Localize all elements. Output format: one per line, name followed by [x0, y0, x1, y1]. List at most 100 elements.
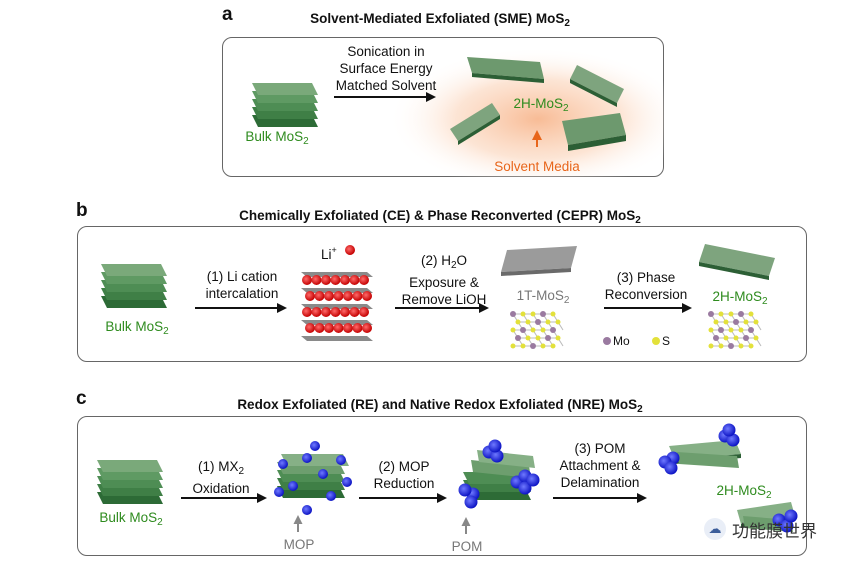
panel-a-solvent-label: Solvent Media: [494, 159, 580, 174]
s-atom: [540, 327, 546, 333]
li-ion: [330, 307, 341, 317]
s-atom: [520, 343, 526, 349]
li-ion: [314, 323, 325, 333]
panel-a-title: Solvent-Mediated Exfoliated (SME) MoS2: [270, 11, 610, 29]
li-ion: [324, 291, 334, 301]
panel-b-bulk-label: Bulk MoS2: [105, 319, 169, 337]
legend-mo-label: Mo: [613, 334, 630, 348]
s-atom: [540, 343, 546, 349]
pom-stack: [463, 450, 535, 500]
panel-c-title: Redox Exfoliated (RE) and Native Redox E…: [237, 397, 643, 415]
li-ion: [333, 323, 344, 333]
polyoxometalate-particle: [726, 433, 740, 447]
2h-lattice: [708, 311, 762, 349]
panel-b-1t-label: 1T-MoS2: [516, 288, 570, 306]
panel-a-arrow-line3: Matched Solvent: [335, 78, 437, 93]
s-atom: [520, 311, 526, 317]
panel-b-step1-text: (1) Li cation intercalation: [205, 269, 279, 301]
mo-atom: [530, 343, 536, 349]
panel-c-letter: c: [76, 388, 87, 409]
polyoxometalate-particle: [342, 477, 352, 487]
s-atom: [748, 311, 754, 317]
s-atom: [723, 319, 729, 325]
li-ion-legend-icon: [345, 245, 355, 255]
li-ion: [311, 275, 322, 285]
li-ion: [340, 275, 350, 285]
panel-a-title-sub: 2: [564, 18, 570, 29]
polyoxometalate-particle: [490, 449, 504, 463]
li-ion: [321, 275, 331, 285]
polyoxometalate-particle: [518, 481, 532, 495]
mo-atom: [718, 327, 724, 333]
panel-c-step2-text: (2) MOP Reduction: [373, 459, 435, 491]
s-atom: [713, 319, 719, 325]
s-atom: [530, 311, 536, 317]
li-ion: [362, 323, 372, 333]
polyoxometalate-particle: [278, 459, 288, 469]
s-atom: [738, 343, 744, 349]
s-atom: [510, 327, 516, 333]
polyoxometalate-particle: [274, 487, 284, 497]
mo-atom: [733, 319, 739, 325]
s-legend-icon: [652, 337, 660, 345]
mo-atom: [748, 327, 754, 333]
panel-a-title-text: Solvent-Mediated Exfoliated (SME) MoS: [310, 11, 565, 26]
mo-atom: [708, 311, 714, 317]
s-atom: [510, 343, 516, 349]
panel-a-bulk-label: Bulk MoS2: [245, 129, 309, 147]
panel-c-product-label: 2H-MoS2: [716, 483, 772, 501]
panel-c-pom-label: POM: [451, 539, 483, 554]
mo-atom: [520, 327, 526, 333]
polyoxometalate-particle: [780, 519, 794, 533]
panel-c-step3-text: (3) POM Attachment & Delamination: [559, 441, 641, 490]
s-atom: [753, 335, 759, 341]
s-atom: [530, 327, 536, 333]
polyoxometalate-particle: [722, 423, 736, 437]
s-atom: [728, 311, 734, 317]
polyoxometalate-particle: [288, 481, 298, 491]
panel-b-step2-text: (2) H2O Exposure & Remove LiOH: [401, 253, 487, 307]
panel-a-graphics: [252, 47, 664, 177]
mo-atom: [743, 335, 749, 341]
li-intercalated-stack: [301, 272, 373, 341]
panel-b-letter: b: [76, 200, 88, 221]
delaminated-sheet-1: [669, 440, 741, 468]
panel-a-arrow-text: Sonication in Surface Energy Matched Sol…: [326, 43, 446, 94]
polyoxometalate-particle: [464, 495, 478, 509]
polyoxometalate-particle: [318, 469, 328, 479]
watermark: ☁ 功能膜世界: [704, 516, 854, 542]
s-atom: [753, 319, 759, 325]
mo-atom: [738, 311, 744, 317]
bulk-mos2-stack-a: [252, 83, 318, 127]
s-atom: [515, 319, 521, 325]
panel-b-product-label: 2H-MoS2: [712, 289, 768, 307]
li-ion: [352, 323, 363, 333]
li-ion: [359, 307, 369, 317]
li-ion: [314, 291, 325, 301]
s-atom: [525, 335, 531, 341]
s-atom: [555, 335, 561, 341]
panel-c-graphics: [97, 423, 798, 534]
li-ion: [333, 291, 344, 301]
panel-c-box: [77, 416, 807, 556]
panel-c-bulk-label: Bulk MoS2: [99, 510, 163, 528]
wechat-logo-icon: ☁: [704, 518, 726, 540]
polyoxometalate-particle: [664, 461, 678, 475]
s-atom: [550, 343, 556, 349]
li-ion: [352, 291, 363, 301]
pom-particles-stack: [458, 439, 540, 509]
li-ion: [330, 275, 341, 285]
mo-atom: [545, 335, 551, 341]
s-atom: [723, 335, 729, 341]
li-ion: [349, 275, 360, 285]
li-ion: [305, 323, 315, 333]
s-atom: [708, 343, 714, 349]
mop-stack: [277, 454, 349, 498]
flake-a4: [562, 113, 626, 151]
flake-a3: [450, 103, 500, 145]
1t-mos2-sheet: [501, 246, 577, 276]
panel-a-arrow-line2: Surface Energy: [339, 61, 433, 76]
polyoxometalate-particle: [302, 453, 312, 463]
li-ion: [340, 307, 350, 317]
s-atom: [525, 319, 531, 325]
